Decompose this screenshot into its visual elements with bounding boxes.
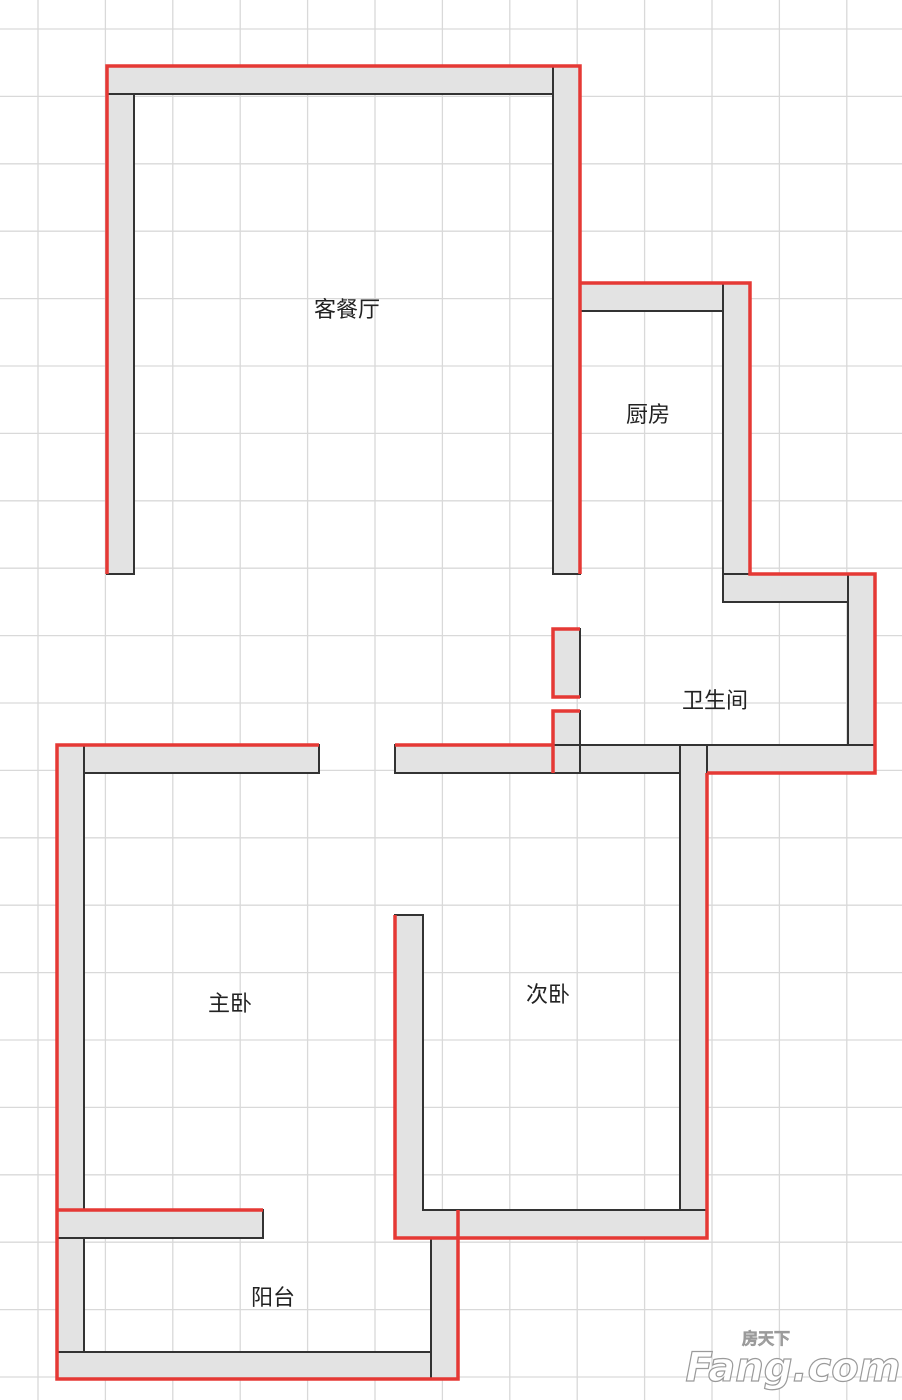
outer-boundary (55, 64, 877, 1381)
label-second-bedroom: 次卧 (526, 983, 570, 1008)
watermark-brand-cn: 房天下 (742, 1329, 790, 1348)
label-master-bedroom: 主卧 (208, 992, 252, 1017)
kitchen-inner-edge (579, 310, 849, 746)
watermark-brand-en: Fang.com (686, 1345, 901, 1391)
living-room-top-wall (106, 65, 581, 95)
outer-living-room (105, 64, 582, 574)
walls (56, 65, 876, 1380)
outer-master-balcony (55, 743, 460, 1381)
junction-balcony-br (432, 1353, 457, 1378)
outer-partition-stub (551, 627, 580, 699)
wall-junctions (58, 67, 874, 1378)
master-top-wall (56, 744, 320, 774)
balcony-bottom-wall (56, 1351, 459, 1380)
second-bedroom-right-wall (679, 744, 708, 1239)
master-inner-edge (83, 772, 319, 1210)
outer-kitchen-bath (580, 281, 877, 775)
junction-kitchen (724, 284, 749, 310)
junction-jamb (554, 746, 579, 772)
inner-wall-lines (83, 93, 849, 1353)
label-living-dining: 客餐厅 (314, 298, 380, 323)
corridor-wall (394, 744, 581, 774)
bathroom-right-wall (847, 573, 876, 774)
junction-kitchen-bath (724, 575, 749, 601)
junction-balcony-bl (58, 1353, 83, 1378)
junction-master-tl (58, 746, 83, 772)
second-bedroom-left-wall (394, 914, 424, 1239)
watermark: 房天下 Fang.com (685, 1329, 901, 1392)
label-balcony: 阳台 (251, 1286, 295, 1311)
outer-second-bedroom (393, 773, 709, 1240)
living-room-inner-edge (133, 93, 554, 574)
junction-second-bl (396, 1200, 422, 1237)
kitchen-right-wall (722, 282, 751, 603)
junction-bath-br (849, 746, 874, 772)
partition-stub (552, 628, 581, 698)
label-kitchen: 厨房 (626, 403, 670, 428)
outer-door-jamb (551, 709, 580, 773)
label-bathroom: 卫生间 (682, 689, 748, 714)
master-left-wall (56, 744, 85, 1380)
second-bedroom-inner-edge (422, 773, 681, 1211)
junction-tl (108, 67, 133, 93)
junction-second-tr (681, 746, 706, 772)
junction-balcony-l (58, 1211, 83, 1237)
balcony-divider-wall (56, 1209, 264, 1239)
living-room-right-wall (552, 65, 581, 575)
junction-bath-tr (849, 575, 874, 601)
bathroom-bottom-wall (552, 744, 876, 774)
balcony-inner-edge (83, 1238, 432, 1353)
living-room-left-wall (106, 65, 135, 575)
junction-second-br (681, 1211, 706, 1237)
junction-tr (554, 67, 579, 93)
